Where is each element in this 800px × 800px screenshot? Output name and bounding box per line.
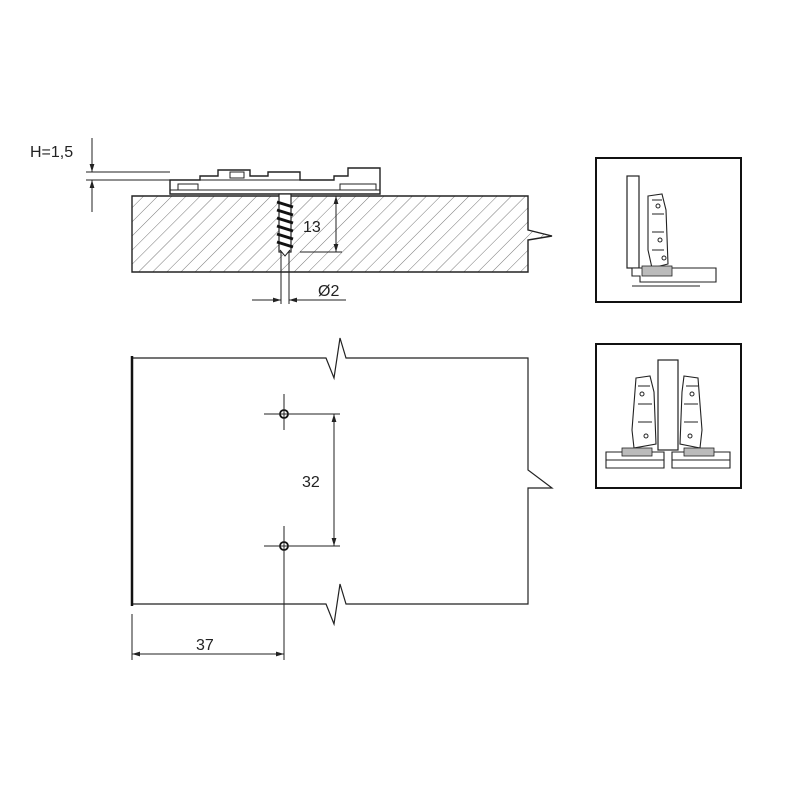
plan-view: 32 37 xyxy=(130,337,554,660)
screw-depth-label: 13 xyxy=(303,219,321,236)
edge-distance-label: 37 xyxy=(196,637,214,654)
hinge-pair-view-icon xyxy=(595,343,742,489)
plate-height-label: H=1,5 xyxy=(30,144,73,161)
screw xyxy=(276,193,294,257)
hole-spacing-label: 32 xyxy=(302,474,320,491)
section-view: H=1,5 13 Ø2 xyxy=(30,138,553,304)
board-section xyxy=(131,195,553,273)
hole-bottom xyxy=(264,526,340,660)
plate-height-dimension: H=1,5 xyxy=(30,138,170,212)
hinge-side-view-icon xyxy=(595,157,742,303)
pilot-diameter-dimension: Ø2 xyxy=(252,252,346,304)
hole-top xyxy=(264,394,340,430)
mounting-plate xyxy=(169,167,381,195)
panel-outline xyxy=(132,337,554,627)
pilot-diameter-label: Ø2 xyxy=(318,283,339,300)
screw-depth-dimension: 13 xyxy=(300,196,342,253)
edge-distance-dimension: 37 xyxy=(131,614,284,660)
hole-spacing-dimension: 32 xyxy=(302,414,337,546)
